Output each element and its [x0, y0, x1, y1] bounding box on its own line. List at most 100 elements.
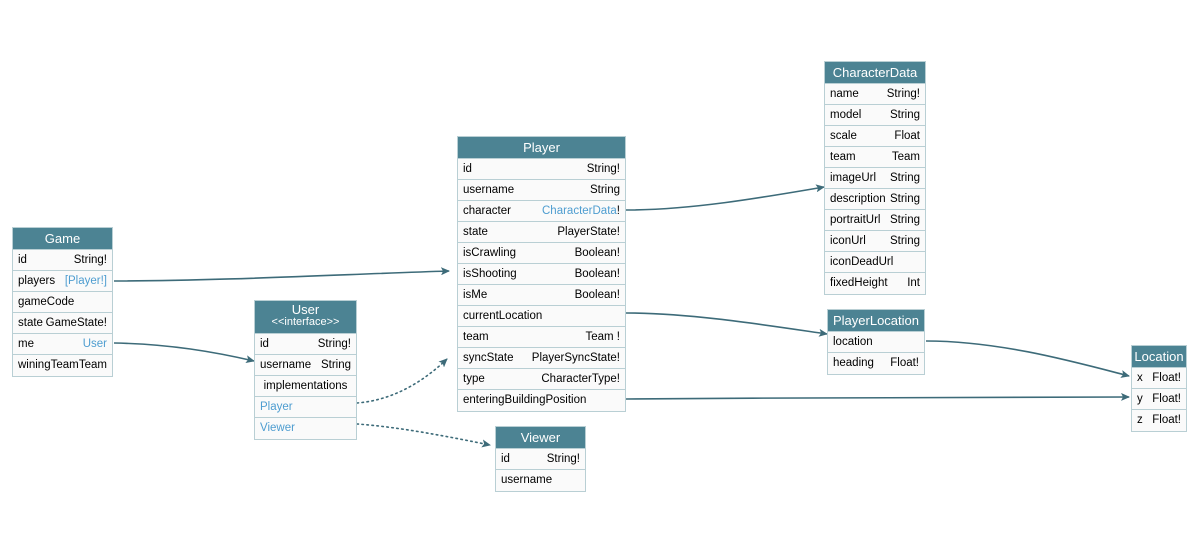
field-name: username: [260, 359, 312, 371]
entity-player-location[interactable]: PlayerLocation location Location! headin…: [827, 309, 925, 375]
field-name: scale: [830, 130, 857, 142]
entity-character-data[interactable]: CharacterData name String! model String …: [824, 61, 926, 295]
entity-viewer[interactable]: Viewer id String! username String: [495, 426, 586, 492]
table-row[interactable]: scale Float: [825, 126, 925, 147]
table-row[interactable]: me User: [13, 334, 112, 355]
field-name: team: [463, 331, 489, 343]
implementations-label: implementations: [255, 376, 356, 397]
edge-player-enteringbuildingposition-to-location: [625, 392, 1130, 401]
field-type: String: [889, 235, 920, 247]
field-type: String!: [886, 88, 920, 100]
field-type: String: [550, 490, 580, 491]
field-name: fixedHeight: [830, 277, 888, 289]
field-type: Boolean!: [574, 247, 620, 259]
entity-user-title: User <<interface>>: [255, 301, 356, 334]
table-row[interactable]: enteringBuildingPosition Location: [458, 390, 625, 411]
table-row[interactable]: z Float!: [1132, 410, 1186, 431]
field-type: Team: [891, 151, 920, 163]
table-row[interactable]: x Float!: [1132, 368, 1186, 389]
field-type[interactable]: CharacterData!: [542, 201, 620, 221]
table-row[interactable]: fixedHeight Int: [825, 273, 925, 294]
field-name: name: [830, 88, 859, 100]
field-type: Team !: [585, 331, 620, 343]
table-row[interactable]: iconUrl String: [825, 231, 925, 252]
field-type: String: [889, 109, 920, 121]
implementation-viewer[interactable]: Viewer: [255, 418, 356, 439]
field-type: String!: [73, 254, 107, 266]
table-row[interactable]: id String!: [13, 250, 112, 271]
table-row[interactable]: model String: [825, 105, 925, 126]
table-row[interactable]: character CharacterData!: [458, 201, 625, 222]
field-type: Float!: [1152, 414, 1181, 426]
field-name: z: [1137, 414, 1143, 426]
table-row[interactable]: y Float!: [1132, 389, 1186, 410]
field-type: Int: [907, 277, 920, 289]
table-row[interactable]: isShooting Boolean!: [458, 264, 625, 285]
field-name: portraitUrl: [830, 214, 881, 226]
entity-user-stereotype: <<interface>>: [271, 315, 340, 328]
field-type: String!: [586, 163, 620, 175]
field-name: y: [1137, 393, 1143, 405]
entity-user[interactable]: User <<interface>> id String! username S…: [254, 300, 357, 440]
table-row[interactable]: id String!: [458, 159, 625, 180]
table-row[interactable]: name String!: [825, 84, 925, 105]
table-row[interactable]: heading Float!: [828, 353, 924, 374]
table-row[interactable]: syncState PlayerSyncState!: [458, 348, 625, 369]
table-row[interactable]: team Team: [825, 147, 925, 168]
entity-game[interactable]: Game id String! players [Player!] gameCo…: [12, 227, 113, 377]
table-row[interactable]: imageUrl String: [825, 168, 925, 189]
field-type: Team: [78, 359, 107, 371]
table-row[interactable]: type CharacterType!: [458, 369, 625, 390]
table-row[interactable]: location Location!: [828, 332, 924, 353]
field-type: Float!: [890, 357, 919, 369]
table-row[interactable]: state GameState!: [13, 313, 112, 334]
entity-game-title: Game: [13, 228, 112, 250]
field-type: Float!: [1152, 372, 1181, 384]
edge-game-me-to-user: [113, 342, 255, 364]
field-type: String: [589, 184, 620, 196]
table-row[interactable]: description String: [825, 189, 925, 210]
field-type[interactable]: [Player!]: [64, 275, 107, 287]
field-name: id: [463, 163, 472, 175]
field-name: description: [830, 193, 886, 205]
field-name: gameCode: [18, 296, 75, 308]
table-row[interactable]: winingTeam Team: [13, 355, 112, 376]
field-type: String: [889, 193, 920, 205]
field-name: team: [830, 151, 856, 163]
field-name: type: [463, 373, 485, 385]
table-row[interactable]: isCrawling Boolean!: [458, 243, 625, 264]
field-name: iconDeadUrl: [830, 256, 894, 268]
field-name: iconUrl: [830, 235, 866, 247]
table-row[interactable]: id String!: [496, 449, 585, 470]
field-type: String: [320, 359, 351, 371]
field-type: Float: [894, 130, 920, 142]
field-name: currentLocation: [463, 310, 543, 322]
table-row[interactable]: state PlayerState!: [458, 222, 625, 243]
table-row[interactable]: username String: [496, 470, 585, 491]
table-row[interactable]: portraitUrl String: [825, 210, 925, 231]
table-row[interactable]: gameCode String!: [13, 292, 112, 313]
implementation-player[interactable]: Player: [255, 397, 356, 418]
table-row[interactable]: currentLocation PlayerLocation!: [458, 306, 625, 327]
entity-player[interactable]: Player id String! username String charac…: [457, 136, 626, 412]
table-row[interactable]: isMe Boolean!: [458, 285, 625, 306]
table-row[interactable]: username String: [458, 180, 625, 201]
table-row[interactable]: team Team !: [458, 327, 625, 348]
entity-location[interactable]: Location x Float! y Float! z Float!: [1131, 345, 1187, 432]
table-row[interactable]: username String: [255, 355, 356, 376]
field-type[interactable]: User: [82, 338, 107, 350]
edge-user-implements-player: [356, 358, 448, 404]
field-type[interactable]: Location: [577, 410, 620, 411]
field-name: isCrawling: [463, 247, 517, 259]
field-name: model: [830, 109, 862, 121]
field-name: isMe: [463, 289, 488, 301]
edge-game-players-to-player: [113, 267, 450, 282]
field-type: Float!: [1152, 393, 1181, 405]
field-type: PlayerSyncState!: [531, 352, 620, 364]
table-row[interactable]: iconDeadUrl String: [825, 252, 925, 273]
table-row[interactable]: players [Player!]: [13, 271, 112, 292]
field-name: id: [18, 254, 27, 266]
table-row[interactable]: id String!: [255, 334, 356, 355]
field-name: id: [501, 453, 510, 465]
field-type: String!: [317, 338, 351, 350]
